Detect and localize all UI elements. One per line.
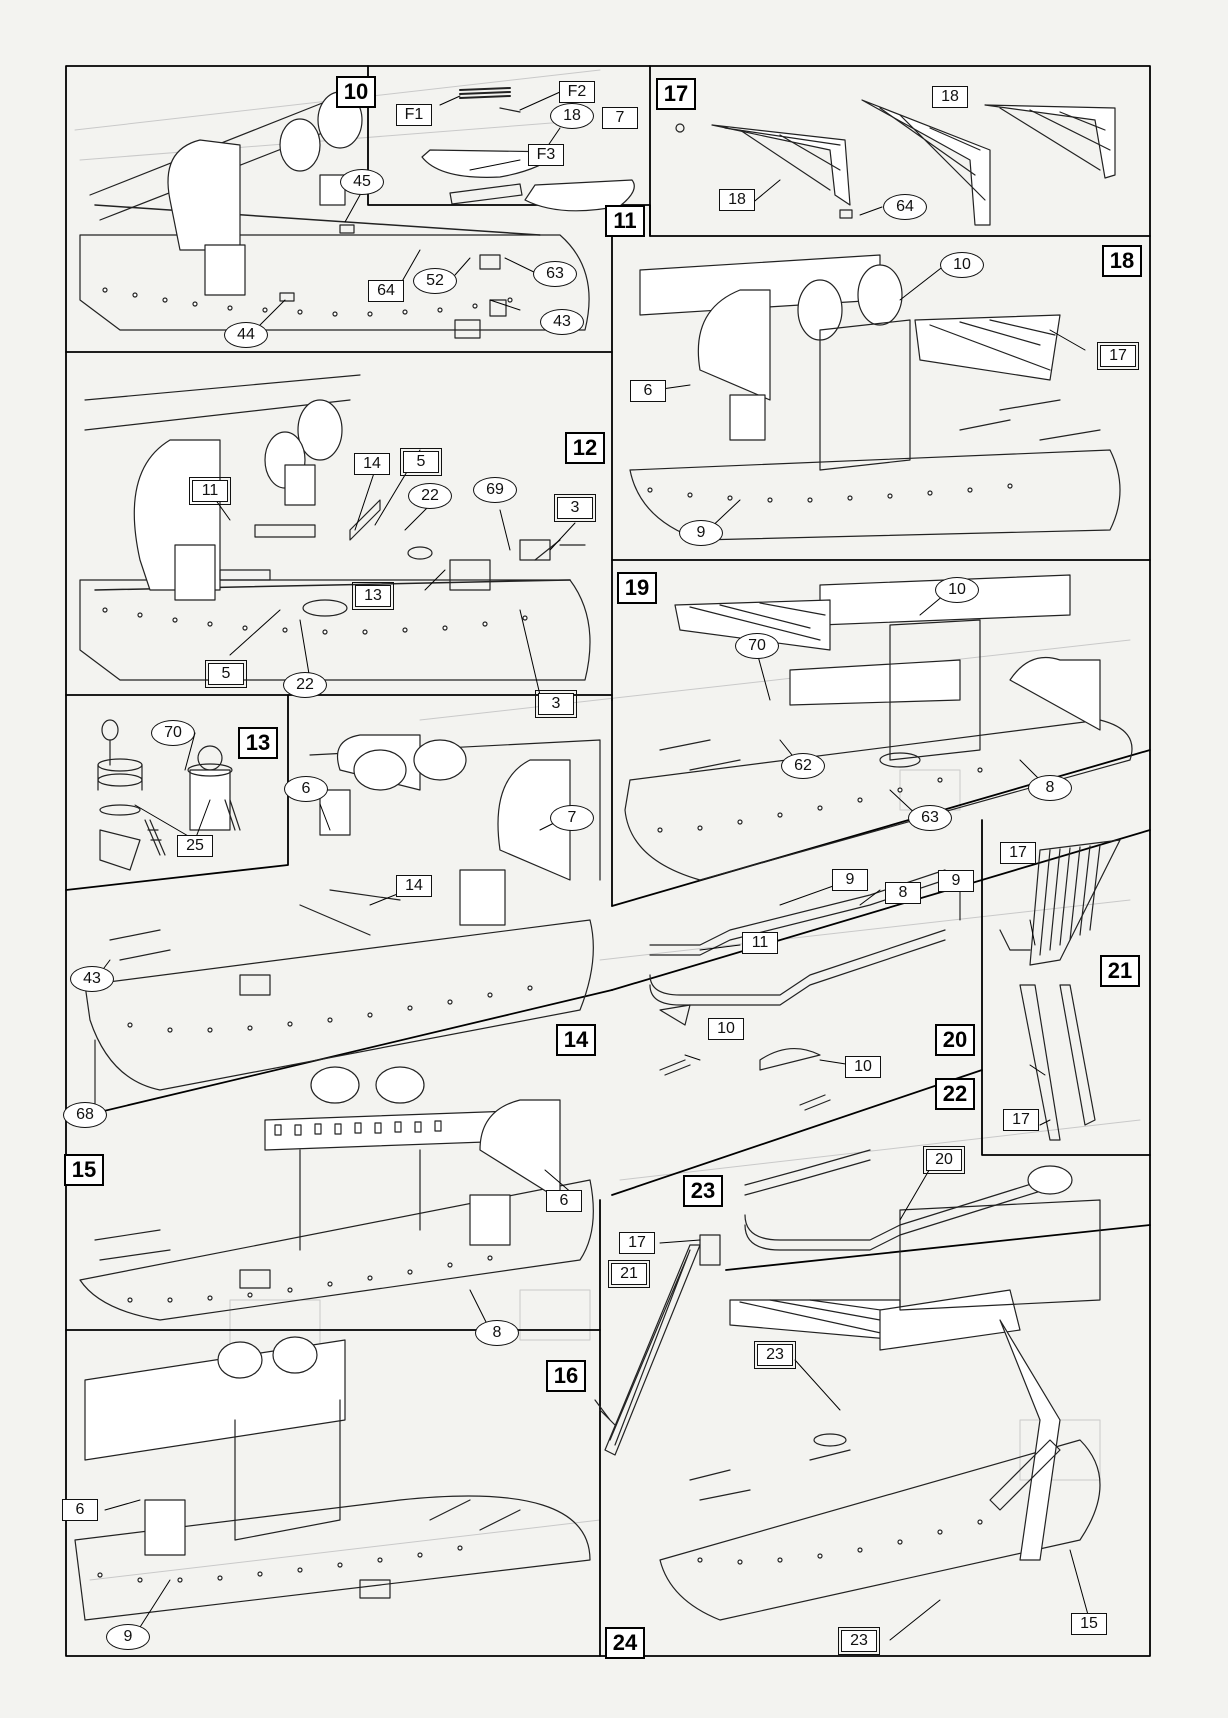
part-callout: 9	[106, 1624, 150, 1650]
part-callout: 22	[283, 672, 327, 698]
step-22-number: 22	[935, 1078, 975, 1110]
part-callout: 8	[1028, 775, 1072, 801]
part-callout: 17	[619, 1232, 655, 1254]
part-callout: 3	[535, 690, 577, 718]
part-callout: F3	[528, 144, 564, 166]
step-17-number: 17	[656, 78, 696, 110]
part-callout: 5	[205, 660, 247, 688]
step-23-number: 23	[683, 1175, 723, 1207]
step17-drawing	[675, 99, 1116, 226]
part-callout: 44	[224, 322, 268, 348]
step-15-number: 15	[64, 1154, 104, 1186]
part-callout: 43	[540, 309, 584, 335]
part-callout: F1	[396, 104, 432, 126]
part-callout: 11	[742, 932, 778, 954]
step11-drawing	[421, 87, 635, 212]
step23-drawing	[594, 1234, 721, 1456]
step24-drawing	[659, 1165, 1101, 1621]
part-callout: 10	[708, 1018, 744, 1040]
part-callout: 63	[533, 261, 577, 287]
part-callout: 5	[400, 448, 442, 476]
step18-drawing	[629, 254, 1121, 541]
part-callout: 6	[546, 1190, 582, 1212]
step19-drawing	[624, 574, 1133, 881]
part-callout: 17	[1097, 342, 1139, 370]
part-callout: 6	[62, 1499, 98, 1521]
part-callout: 10	[940, 252, 984, 278]
part-callout: 18	[719, 189, 755, 211]
part-callout: 3	[554, 494, 596, 522]
part-callout: 62	[781, 753, 825, 779]
part-callout: 52	[413, 268, 457, 294]
step16-drawing	[74, 1336, 591, 1621]
part-callout: 20	[923, 1146, 965, 1174]
part-callout: 10	[845, 1056, 881, 1078]
part-callout: 9	[679, 520, 723, 546]
part-callout: 18	[550, 103, 594, 129]
step-13-number: 13	[238, 727, 278, 759]
part-callout: 8	[475, 1320, 519, 1346]
part-callout: 21	[608, 1260, 650, 1288]
part-callout: 64	[883, 194, 927, 220]
step-20-number: 20	[935, 1024, 975, 1056]
part-callout: 17	[1003, 1109, 1039, 1131]
step-12-number: 12	[565, 432, 605, 464]
step21-drawing	[999, 839, 1121, 1141]
step-18-number: 18	[1102, 245, 1142, 277]
part-callout: 45	[340, 169, 384, 195]
step-19-number: 19	[617, 572, 657, 604]
part-callout: 22	[408, 483, 452, 509]
step-21-number: 21	[1100, 955, 1140, 987]
part-callout: 14	[396, 875, 432, 897]
part-callout: 64	[368, 280, 404, 302]
step-14-number: 14	[556, 1024, 596, 1056]
part-callout: 11	[189, 477, 231, 505]
part-callout: 15	[1071, 1613, 1107, 1635]
part-callout: 8	[885, 882, 921, 904]
part-callout: 18	[932, 86, 968, 108]
part-callout: 25	[177, 835, 213, 857]
part-callout: 9	[832, 869, 868, 891]
part-callout: 6	[284, 776, 328, 802]
part-callout: 9	[938, 870, 974, 892]
step-10-number: 10	[336, 76, 376, 108]
part-callout: 63	[908, 805, 952, 831]
step14-drawing	[84, 734, 601, 1091]
step-16-number: 16	[546, 1360, 586, 1392]
part-callout: 7	[602, 107, 638, 129]
part-callout: 17	[1000, 842, 1036, 864]
step-24-number: 24	[605, 1627, 645, 1659]
part-callout: F2	[559, 81, 595, 103]
part-callout: 6	[630, 380, 666, 402]
step22-drawing	[744, 1149, 1061, 1251]
step15-drawing	[79, 1066, 594, 1321]
part-callout: 10	[935, 577, 979, 603]
step-11-number: 11	[605, 205, 645, 237]
part-callout: 70	[151, 720, 195, 746]
part-callout: 69	[473, 477, 517, 503]
part-callout: 43	[70, 966, 114, 992]
step10-drawing	[79, 91, 590, 339]
part-callout: 68	[63, 1102, 107, 1128]
step12-drawing	[79, 374, 591, 681]
part-callout: 13	[352, 582, 394, 610]
part-callout: 14	[354, 453, 390, 475]
step20-drawing	[649, 869, 946, 1111]
part-callout: 23	[838, 1627, 880, 1655]
part-callout: 70	[735, 633, 779, 659]
part-callout: 23	[754, 1341, 796, 1369]
part-callout: 7	[550, 805, 594, 831]
